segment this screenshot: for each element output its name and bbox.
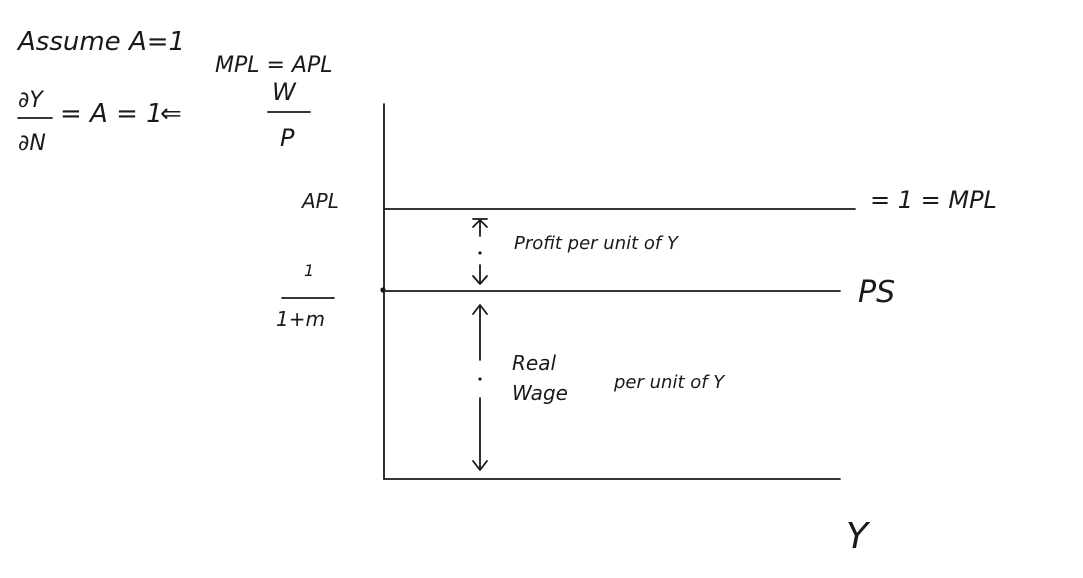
price-setting-intercept-point xyxy=(380,287,386,293)
real-wage-numerator: W xyxy=(272,78,297,106)
x-axis-label: Y xyxy=(846,516,871,557)
mpl-equals-apl-note: MPL = APL xyxy=(215,53,333,78)
real-wage-annotation-line2: Wage xyxy=(512,381,568,405)
profit-annotation: Profit per unit of Y xyxy=(514,233,680,254)
apl-axis-label: APL xyxy=(300,189,339,213)
derivative-numerator: ∂Y xyxy=(18,88,44,113)
apl-mpl-line-label: = 1 = MPL xyxy=(870,186,997,214)
profit-arrow-down-head-icon xyxy=(472,275,488,285)
derivative-denominator: ∂N xyxy=(18,131,46,156)
equals-a-note: = A = 1 xyxy=(60,99,163,129)
real-wage-annotation-line1: Real xyxy=(512,351,556,375)
wage-arrow-dot xyxy=(478,377,482,381)
real-wage-annotation-rest: per unit of Y xyxy=(613,372,726,393)
profit-arrow-dot xyxy=(478,251,482,255)
markup-denominator: 1+m xyxy=(276,307,325,331)
markup-numerator: 1 xyxy=(304,261,314,280)
wage-arrow-up-head-icon xyxy=(472,304,488,315)
implies-arrow-icon: ⇐ xyxy=(160,99,182,129)
wage-arrow-down-head-icon xyxy=(472,460,488,471)
real-wage-denominator: P xyxy=(280,124,295,152)
price-setting-line-label: PS xyxy=(858,275,895,310)
assume-note: Assume A=1 xyxy=(16,27,185,57)
profit-arrow-up-head-icon xyxy=(472,219,488,228)
